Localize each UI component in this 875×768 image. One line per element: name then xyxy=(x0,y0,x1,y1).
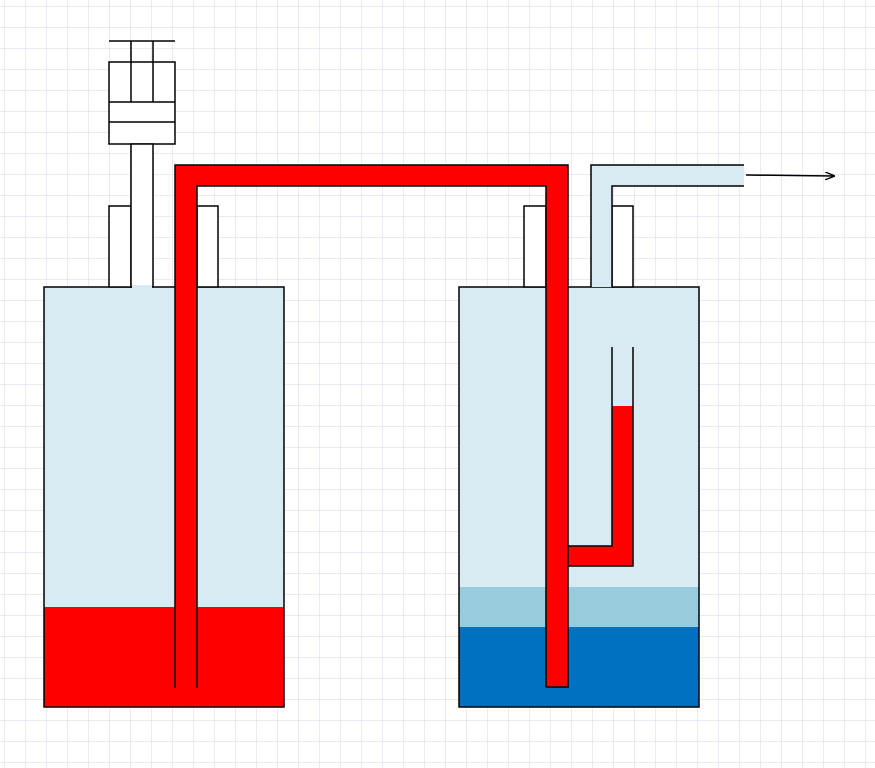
left-neck-right xyxy=(196,205,219,288)
right-bottle xyxy=(458,205,700,708)
stopcock-funnel xyxy=(108,40,176,289)
left-bottle-outline xyxy=(43,286,285,708)
left-bottle xyxy=(43,40,285,708)
right-bottle-upper-water xyxy=(459,587,699,627)
right-bottle-outline xyxy=(458,286,700,708)
right-bottle-gas xyxy=(459,287,699,587)
right-neck-right xyxy=(611,205,634,288)
right-arrow-icon xyxy=(745,175,834,176)
left-bottle-gas xyxy=(44,287,284,607)
left-bottle-red-liquid xyxy=(44,607,284,707)
outlet-tube xyxy=(590,164,744,287)
left-neck-left xyxy=(108,205,132,288)
connecting-tube xyxy=(174,164,569,688)
right-neck-left xyxy=(523,205,547,288)
side-capillary xyxy=(568,347,634,567)
right-bottle-deep-water xyxy=(459,627,699,707)
